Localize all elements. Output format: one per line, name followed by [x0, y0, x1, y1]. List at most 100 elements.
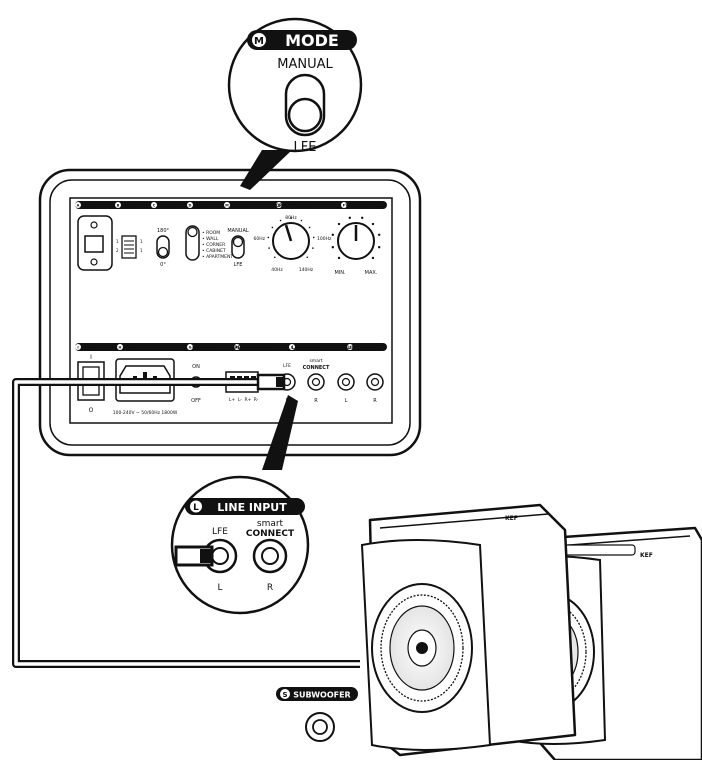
power-on-label: I	[90, 354, 92, 361]
svg-text:LINE OUTPUT: LINE OUTPUT	[347, 345, 381, 351]
mode-lfe-label: LFE	[234, 262, 243, 268]
eq-option-room: • ROOM	[202, 230, 220, 236]
volume-min-label: MIN.	[334, 270, 346, 276]
crossover-tick-dot	[308, 226, 311, 229]
line-output-r-label: R	[373, 398, 377, 404]
crossover-tick-label: 140Hz	[299, 267, 314, 273]
subwoofer-label: SUBWOOFER	[293, 691, 350, 700]
mode-manual-label: MANUAL	[227, 228, 249, 234]
crossover-tick-dot	[271, 226, 274, 229]
speaker-left-brand: KEF	[505, 515, 518, 522]
crossover-tick-label: 100Hz	[317, 236, 332, 242]
panel-top-label-hpf: B HPF	[115, 202, 135, 209]
panel-top-label-eq: D EQ	[187, 202, 206, 209]
svg-text:GND LIFT: GND LIFT	[192, 345, 216, 351]
phase-180-label: 180°	[157, 228, 170, 234]
line-callout-l: L	[217, 583, 222, 593]
svg-text:I/O: I/O	[88, 345, 95, 351]
svg-text:A: A	[77, 204, 80, 208]
svg-text:EQ: EQ	[199, 203, 206, 209]
volume-tick-dot	[331, 246, 335, 249]
svg-text:1: 1	[116, 239, 119, 244]
svg-text:MODE: MODE	[231, 203, 246, 209]
svg-text:2: 2	[116, 248, 119, 253]
speaker-terminal-label: R+	[245, 397, 252, 403]
volume-max-label: MAX.	[365, 270, 378, 276]
mode-callout-badge: M	[254, 36, 264, 47]
svg-text:J: J	[348, 346, 350, 350]
crossover-knob[interactable]: 60Hz80Hz100Hz40Hz140Hz	[254, 215, 332, 273]
line-callout-lfe: LFE	[212, 527, 228, 537]
mode-switch[interactable]: MANUAL LFE	[227, 228, 249, 268]
svg-text:B: B	[117, 204, 120, 208]
crossover-tick-dot	[312, 247, 314, 249]
gnd-off-label: OFF	[191, 398, 201, 404]
speaker-terminal-label: L-	[238, 397, 242, 403]
power-off-label: O	[89, 407, 94, 414]
svg-text:K: K	[236, 346, 239, 350]
panel-lfe-label: LFE	[283, 363, 291, 369]
crossover-tick-dot	[267, 236, 270, 239]
line-callout-title: LINE INPUT	[217, 501, 287, 514]
volume-tick-dot	[331, 233, 335, 236]
svg-text:1: 1	[140, 239, 143, 244]
svg-text:HPF: HPF	[125, 203, 135, 209]
mode-callout-title: MODE	[285, 31, 339, 50]
eq-option-apartment: • APARTMENT	[202, 254, 233, 260]
svg-text:1: 1	[140, 248, 143, 253]
crossover-tick-label: 60Hz	[254, 236, 266, 242]
phase-switch[interactable]: 180° 0°	[156, 228, 170, 268]
panel-smart-label: smart	[309, 358, 322, 364]
svg-text:PHASE: PHASE	[158, 203, 175, 209]
hpf-dip-switch[interactable]: 1 2 1 1	[116, 235, 143, 259]
svg-text:C: C	[153, 204, 156, 208]
gnd-on-label: ON	[192, 364, 200, 370]
volume-tick-dot	[377, 246, 381, 249]
speaker-left: KEF	[360, 503, 577, 757]
crossover-tick-dot	[300, 219, 303, 222]
panel-line-output[interactable]: L R	[337, 373, 384, 404]
line-output-l-label: L	[345, 398, 348, 404]
volume-tick-dot	[348, 216, 351, 220]
svg-text:E: E	[278, 204, 281, 208]
svg-text:M: M	[225, 204, 229, 208]
svg-text:CROSSOVER: CROSSOVER	[276, 203, 307, 209]
volume-tick-dot	[337, 256, 341, 260]
speaker-terminal-label: L+	[229, 397, 236, 403]
speaker-right-brand: KEF	[640, 552, 653, 559]
line-callout-connect: CONNECT	[246, 529, 295, 539]
eq-option-corner: • CORNER	[202, 242, 225, 248]
crossover-tick-dot	[306, 256, 309, 259]
mode-callout-lfe: LFE	[294, 140, 317, 155]
crossover-tick-label: 40Hz	[271, 267, 283, 273]
svg-text:L: L	[291, 346, 294, 350]
volume-tick-dot	[377, 233, 381, 236]
ac-spec-text: 100-240V ~ 50/60Hz 1800W	[113, 410, 178, 416]
panel-line-r-label: R	[314, 398, 318, 404]
subwoofer-output-jack[interactable]	[305, 712, 335, 742]
crossover-tick-dot	[273, 256, 276, 259]
svg-text:SPEAKER INPUT: SPEAKER INPUT	[231, 345, 272, 351]
svg-text:AC: AC	[131, 345, 138, 351]
exp-port[interactable]	[77, 215, 113, 271]
subwoofer-output-label: S SUBWOOFER	[276, 687, 358, 701]
svg-text:D: D	[189, 204, 192, 208]
volume-tick-dot	[337, 222, 341, 226]
crossover-tick-dot	[312, 236, 315, 239]
speaker-terminal-label: R-	[254, 397, 259, 403]
volume-knob[interactable]: MIN. MAX.	[331, 216, 381, 276]
eq-switch[interactable]: • ROOM• WALL• CORNER• CABINET• APARTMENT	[185, 225, 233, 261]
line-callout-r: R	[267, 583, 273, 593]
eq-option-cabinet: • CABINET	[202, 248, 226, 254]
